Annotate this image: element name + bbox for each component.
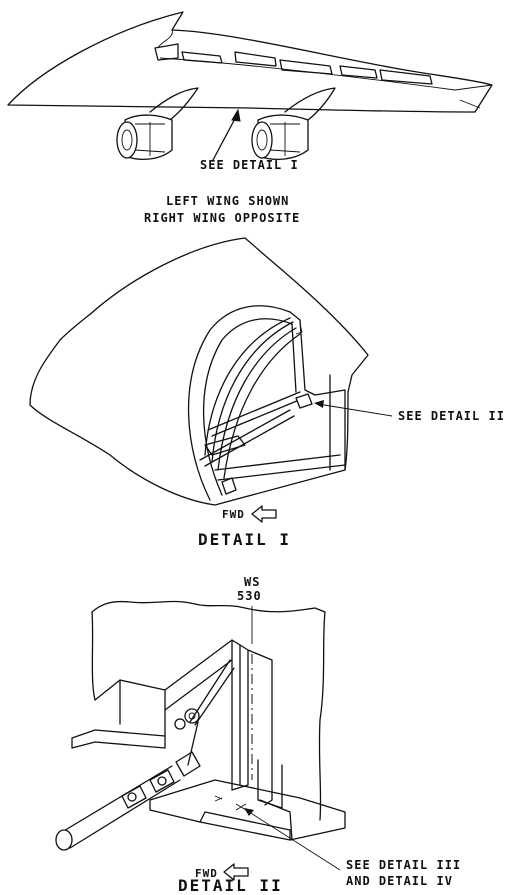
detail-2-fwd-label: FWD <box>195 867 218 880</box>
see-detail-iii-callout: SEE DETAIL III <box>346 858 462 872</box>
wing-drawing <box>7 11 493 161</box>
wing-note-line-1: LEFT WING SHOWN <box>166 194 290 208</box>
and-detail-iv-callout: AND DETAIL IV <box>346 874 453 888</box>
right-engine <box>251 87 336 161</box>
wing-note-line-2: RIGHT WING OPPOSITE <box>144 211 301 225</box>
detail-1-drawing <box>29 237 393 523</box>
detail-1-title: DETAIL I <box>198 530 292 549</box>
wing-station-label: WS <box>244 575 261 589</box>
detail-2-drawing <box>55 600 346 881</box>
wing-station-value: 530 <box>237 589 262 603</box>
see-detail-i-callout: SEE DETAIL I <box>200 158 299 172</box>
detail-2-title: DETAIL II <box>178 876 283 895</box>
detail-1-fwd-label: FWD <box>222 508 245 521</box>
left-engine <box>116 87 199 161</box>
see-detail-ii-callout: SEE DETAIL II <box>398 409 505 423</box>
